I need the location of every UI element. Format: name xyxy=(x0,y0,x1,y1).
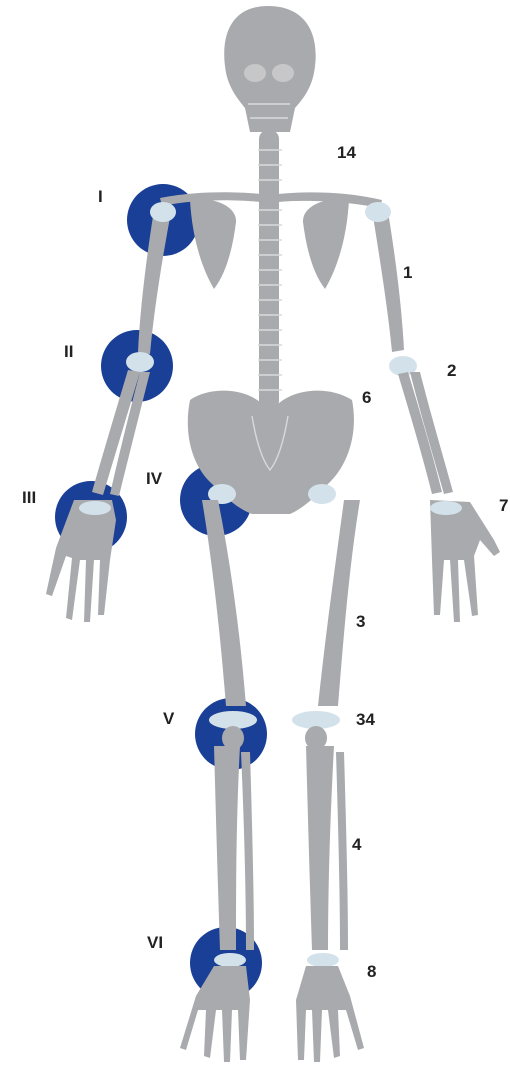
label-ankle: VI xyxy=(147,933,163,952)
label-wrist: III xyxy=(22,488,36,507)
label-knee: V xyxy=(163,709,175,728)
scapula-right xyxy=(303,199,349,289)
forearm-right xyxy=(398,372,453,494)
bone-labels: 14 1 2 6 7 3 34 4 8 xyxy=(337,143,508,981)
shoulder-joint-left xyxy=(150,202,176,222)
label-shoulder: I xyxy=(98,187,103,206)
ankle-joint-left xyxy=(214,953,246,967)
scapula-left xyxy=(190,199,236,289)
femur-right xyxy=(318,500,360,706)
tibia-right xyxy=(306,746,348,950)
tibia-left xyxy=(214,746,254,950)
label-3: 3 xyxy=(356,612,365,631)
hand-right xyxy=(430,500,500,622)
label-6: 6 xyxy=(362,388,371,407)
label-1: 1 xyxy=(403,263,412,282)
label-34: 34 xyxy=(356,710,375,729)
label-7: 7 xyxy=(499,496,508,515)
wrist-joint-left xyxy=(79,501,111,515)
shoulder-joint-right xyxy=(365,202,391,222)
label-elbow: II xyxy=(64,342,73,361)
label-2: 2 xyxy=(447,361,456,380)
label-4: 4 xyxy=(352,835,362,854)
foot-right xyxy=(296,966,364,1062)
elbow-joint-left xyxy=(126,352,154,372)
humerus-right xyxy=(372,210,404,352)
foot-left xyxy=(180,966,250,1062)
ankle-joint-right xyxy=(307,953,339,967)
eye-socket-left xyxy=(244,64,266,82)
label-8: 8 xyxy=(367,962,376,981)
label-14: 14 xyxy=(337,143,356,162)
hip-joint-right xyxy=(308,484,336,504)
label-hip: IV xyxy=(146,469,163,488)
skull xyxy=(224,6,315,132)
eye-socket-right xyxy=(272,64,294,82)
wrist-joint-right xyxy=(430,501,462,515)
